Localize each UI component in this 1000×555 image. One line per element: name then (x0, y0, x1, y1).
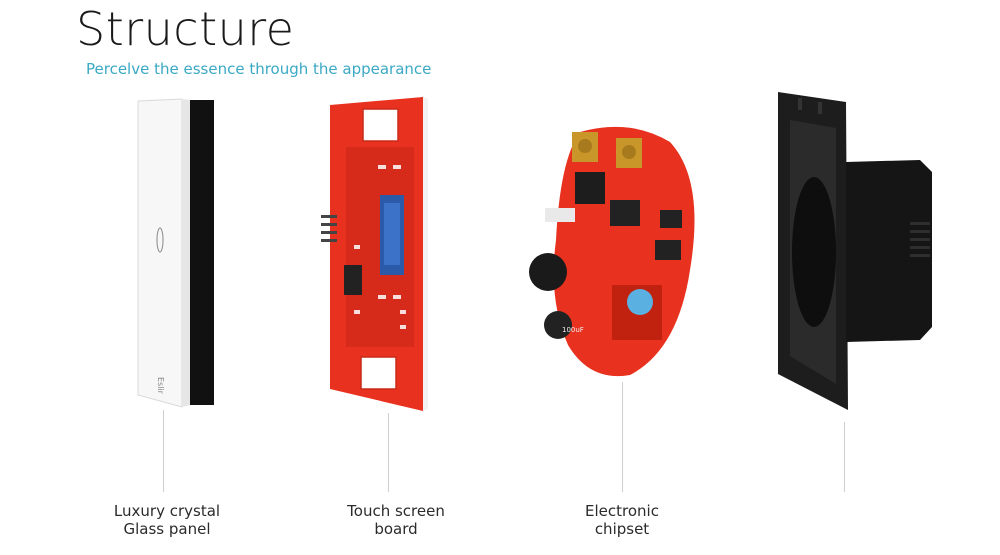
panel-logo-text: Eslir (156, 377, 165, 395)
leader-line-board (388, 413, 389, 492)
capacitor-label: 100uF (562, 326, 584, 334)
label-glass-line2: Glass panel (123, 520, 211, 538)
leader-line-frame (844, 422, 845, 492)
leader-line-chipset (622, 382, 623, 492)
page-subtitle: Percelve the essence through the appeara… (86, 60, 432, 78)
label-board-line1: Touch screen (347, 502, 445, 520)
label-chipset: Electronic chipset (532, 502, 712, 538)
label-touch-board: Touch screen board (306, 502, 486, 538)
chipset-image: 100uF (529, 126, 695, 377)
label-board-line2: board (374, 520, 418, 538)
glass-panel-image: Eslir (137, 98, 214, 408)
page-title: Structure (76, 2, 295, 56)
back-frame-image (778, 92, 932, 410)
label-glass-panel: Luxury crystal Glass panel (77, 502, 257, 538)
leader-line-glass (163, 410, 164, 492)
label-chipset-line2: chipset (594, 520, 650, 538)
label-glass-line1: Luxury crystal (113, 502, 221, 520)
label-chipset-line1: Electronic (585, 502, 659, 520)
touch-board-image (321, 97, 428, 411)
